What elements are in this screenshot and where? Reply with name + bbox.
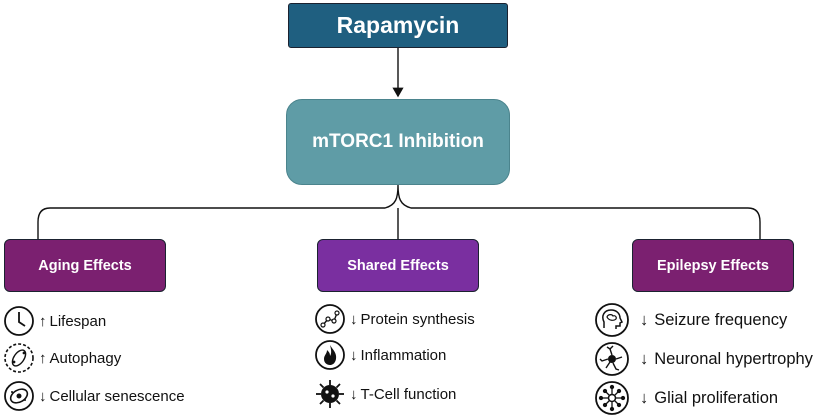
item-text: Autophagy [49,349,122,367]
clock-icon [4,306,34,336]
item-text: T-Cell function [360,385,457,403]
virus-cell-icon [316,380,344,408]
item-text: Cellular senescence [49,387,185,405]
glial-cell-icon [595,381,629,415]
rapamycin-label: Rapamycin [336,12,460,38]
item-text: Protein synthesis [360,310,475,328]
shared-item-t-cell-function: ↓ T-Cell function [314,378,456,410]
epilepsy-item-seizure-frequency: ↓ Seizure frequency [594,302,787,338]
item-text: Glial proliferation [654,388,779,407]
brain-head-icon [595,303,629,337]
aging-effects-node: Aging Effects [4,239,166,292]
aging-item-senescence: ↓ Cellular senescence [3,380,185,412]
shared-effects-label: Shared Effects [347,257,449,274]
epilepsy-effects-node: Epilepsy Effects [632,239,794,292]
aging-item-lifespan: ↑ Lifespan [3,305,106,337]
mtorc1-inhibition-node: mTORC1 Inhibition [286,99,510,185]
shared-effects-node: Shared Effects [317,239,479,292]
brace-connector [37,184,761,239]
epilepsy-item-glial-proliferation: ↓ Glial proliferation [594,380,778,416]
epilepsy-item-neuronal-hypertrophy: ↓ Neuronal hypertrophy [594,341,813,377]
molecule-icon [315,304,345,334]
rapamycin-node: Rapamycin [288,3,508,48]
mtorc1-inhibition-label: mTORC1 Inhibition [312,131,484,152]
item-text: Neuronal hypertrophy [654,349,813,368]
epilepsy-effects-label: Epilepsy Effects [656,257,769,274]
aging-effects-label: Aging Effects [38,257,132,274]
autophagy-icon [4,343,34,373]
senescent-cell-icon [4,381,34,411]
item-text: Seizure frequency [654,310,788,329]
shared-item-protein-synthesis: ↓ Protein synthesis [314,303,475,335]
flame-icon [315,340,345,370]
aging-item-autophagy: ↑ Autophagy [3,342,121,374]
item-text: Inflammation [360,346,447,364]
item-text: Lifespan [49,312,107,330]
shared-item-inflammation: ↓ Inflammation [314,339,446,371]
neuron-icon [595,342,629,376]
